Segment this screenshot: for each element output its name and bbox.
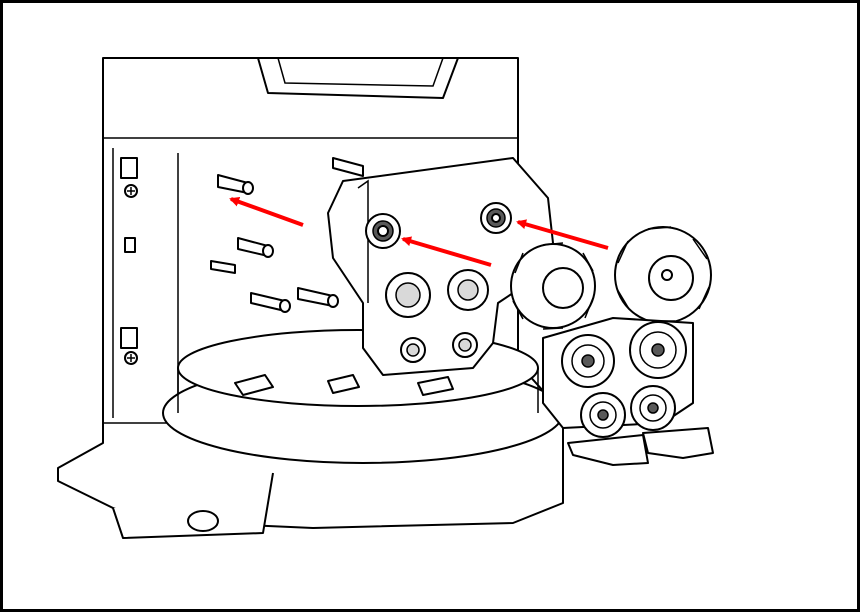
display-panel [257,57,459,99]
installation-arrows [229,197,609,267]
turntable [112,329,564,539]
gear-roller-middle [510,242,596,330]
roller-carrier [542,317,714,466]
arrow-upper-right [516,219,609,250]
roller-installation-diagram [57,57,714,539]
gear-roller-upper-right [614,226,712,324]
side-screws [120,157,138,365]
bracket-plate [327,157,554,376]
interior-pegs [210,157,364,313]
arrow-left [229,197,304,227]
arrow-middle [401,236,492,267]
